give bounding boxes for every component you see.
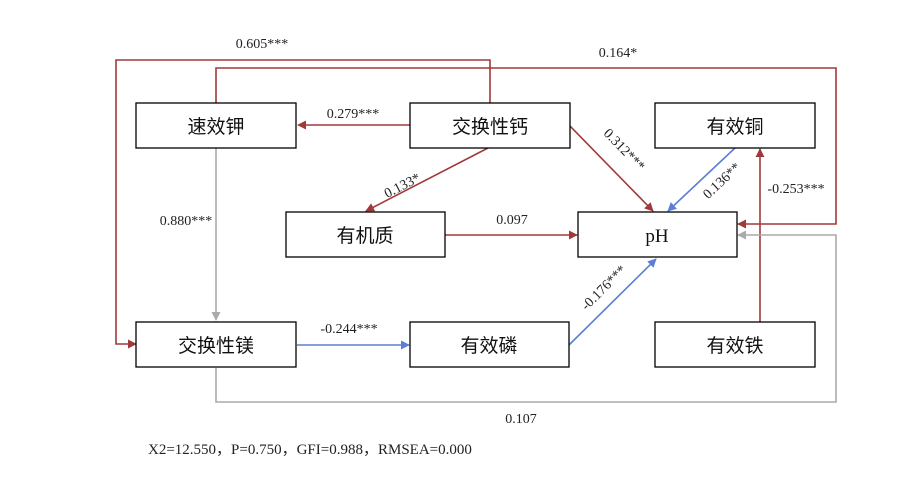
coef-p-to-ph: -0.176***	[579, 263, 630, 314]
node-sujiao-jia: 速效钾	[135, 102, 297, 149]
coef-k-to-mg: 0.880***	[160, 214, 213, 229]
coef-ca-to-mg: 0.605***	[236, 37, 289, 52]
node-jiaohuan-mei: 交换性镁	[135, 321, 297, 368]
coef-fe-to-cu: -0.253***	[767, 182, 824, 197]
path-mg-to-ph	[215, 230, 837, 403]
node-label: 有机质	[336, 225, 393, 247]
node-label: 有效铜	[706, 116, 763, 138]
node-youjizhi: 有机质	[285, 211, 446, 258]
coef-ca-to-ph: 0.312***	[600, 126, 647, 174]
model-fit-indices: X2=12.550，P=0.750，GFI=0.988，RMSEA=0.000	[148, 442, 472, 458]
node-label: 交换性镁	[178, 335, 254, 357]
coef-cu-to-ph: 0.136**	[701, 160, 745, 202]
node-youxiao-lin: 有效磷	[409, 321, 570, 368]
node-label: 有效铁	[706, 335, 763, 357]
path-ca-to-ph	[568, 124, 654, 212]
path-ca-to-om	[365, 147, 489, 212]
node-label: 速效钾	[187, 116, 244, 138]
coef-ca-to-om: 0.133*	[382, 171, 423, 202]
coef-mg-to-p: -0.244***	[320, 322, 377, 337]
coef-ca-to-k: 0.279***	[327, 107, 380, 122]
path-ca-to-mg	[115, 59, 491, 349]
path-cu-to-ph	[667, 147, 736, 212]
coef-k-to-ph: 0.164*	[599, 46, 638, 61]
node-label: 交换性钙	[452, 116, 528, 138]
node-youxiao-tie: 有效铁	[654, 321, 816, 368]
node-youxiao-tong: 有效铜	[654, 102, 816, 149]
node-label: 有效磷	[460, 335, 517, 357]
coef-om-to-ph: 0.097	[496, 213, 528, 228]
node-jiaohuan-gai: 交换性钙	[409, 102, 571, 149]
node-label: pH	[645, 226, 669, 247]
node-ph: pH	[577, 211, 738, 258]
path-k-to-ph	[215, 67, 837, 229]
coef-mg-to-ph: 0.107	[505, 412, 537, 427]
path-p-to-ph	[568, 258, 657, 346]
